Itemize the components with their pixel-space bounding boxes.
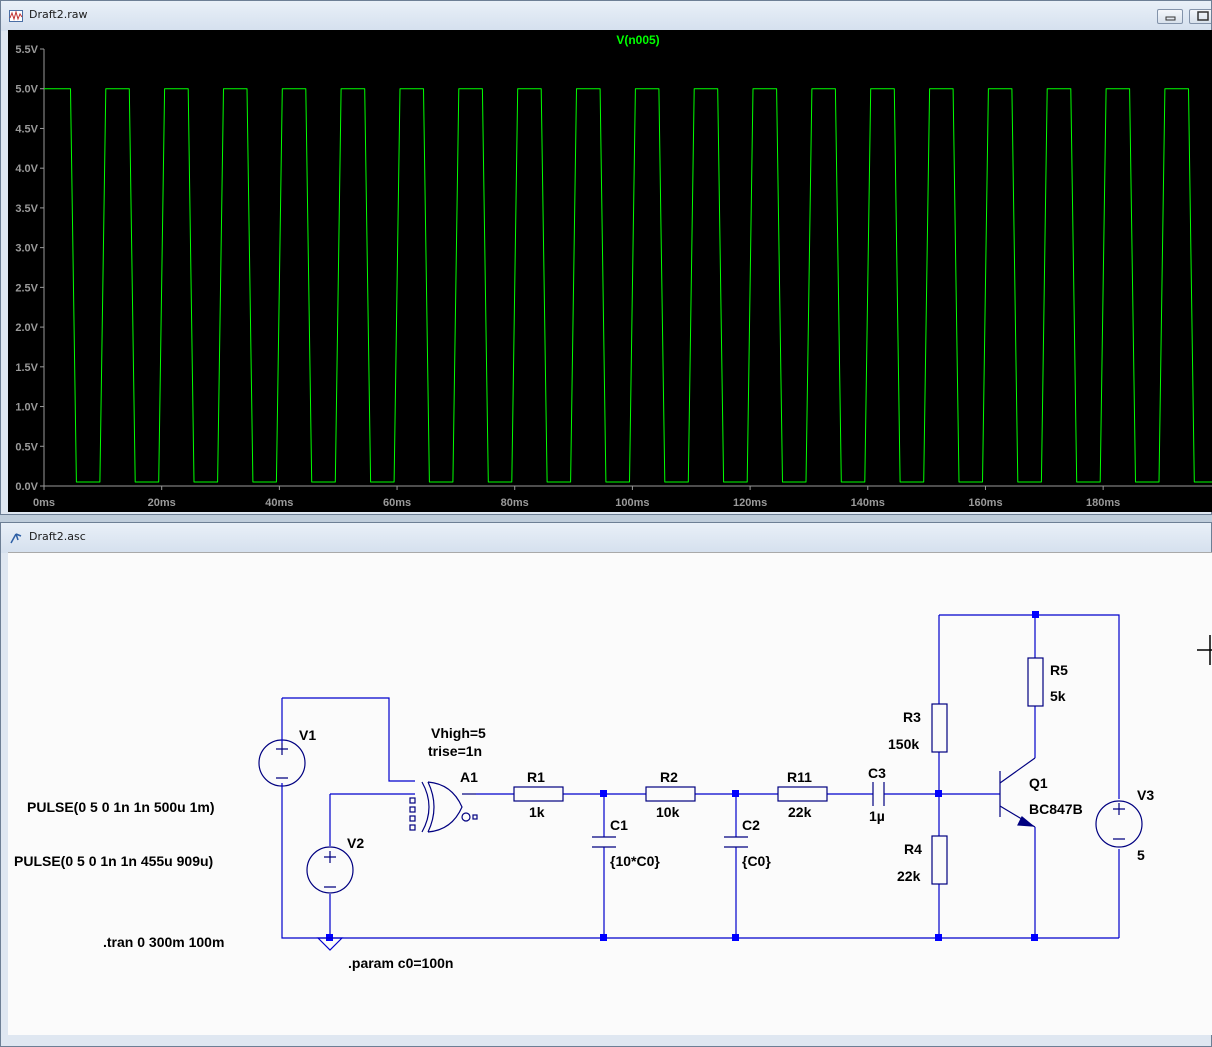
c3-name[interactable]: C3 [868, 765, 886, 781]
y-tick-label: 1.5V [15, 362, 38, 374]
restore-icon [1197, 11, 1209, 21]
schematic-canvas[interactable]: V1 PULSE(0 5 0 1n 1n 500u 1m) V2 PULSE(0… [8, 552, 1212, 1035]
schematic-svg[interactable]: V1 PULSE(0 5 0 1n 1n 500u 1m) V2 PULSE(0… [8, 553, 1212, 1035]
q1-name[interactable]: Q1 [1029, 775, 1048, 791]
capacitor-c3[interactable] [872, 782, 885, 806]
r11-name[interactable]: R11 [787, 769, 812, 785]
y-tick-label: 5.5V [15, 44, 38, 56]
waveform-titlebar[interactable]: Draft2.raw [1, 1, 1211, 31]
r2-name[interactable]: R2 [660, 769, 678, 785]
y-tick-label: 0.5V [15, 441, 38, 453]
a1-param-vhigh[interactable]: Vhigh=5 [431, 725, 486, 741]
x-tick-label: 120ms [733, 497, 767, 509]
c1-value[interactable]: {10*C0} [610, 853, 660, 869]
v1-source[interactable] [258, 738, 306, 788]
r5-value[interactable]: 5k [1050, 688, 1066, 704]
r4-value[interactable]: 22k [897, 868, 921, 884]
y-tick-label: 2.0V [15, 322, 38, 334]
x-tick-label: 180ms [1086, 497, 1120, 509]
r3-name[interactable]: R3 [903, 709, 921, 725]
waveform-file-icon [9, 10, 23, 22]
restore-button[interactable] [1189, 9, 1211, 24]
capacitor-c2[interactable] [724, 836, 748, 848]
y-tick-label: 2.5V [15, 282, 38, 294]
c2-name[interactable]: C2 [742, 817, 760, 833]
y-tick-label: 5.0V [15, 84, 38, 96]
tran-directive[interactable]: .tran 0 300m 100m [103, 934, 224, 950]
x-tick-label: 160ms [968, 497, 1002, 509]
y-tick-label: 4.0V [15, 163, 38, 175]
resistor-r11[interactable] [777, 786, 828, 802]
x-tick-label: 40ms [265, 497, 293, 509]
resistor-r2[interactable] [645, 786, 696, 802]
x-tick-label: 0ms [33, 497, 55, 509]
schematic-window-title: Draft2.asc [29, 530, 86, 543]
ground-symbol[interactable] [316, 937, 344, 951]
r2-value[interactable]: 10k [656, 804, 680, 820]
x-tick-label: 60ms [383, 497, 411, 509]
y-tick-label: 0.0V [15, 481, 38, 493]
minimize-button[interactable] [1157, 9, 1183, 24]
waveform-chart[interactable]: V(n005) 5.5V 5.0V 4.5V 4.0V 3.5V 3.0V 2.5V 2.0V… [8, 30, 1212, 512]
x-tick-label: 140ms [851, 497, 885, 509]
y-tick-label: 3.5V [15, 203, 38, 215]
y-tick-label: 3.0V [15, 243, 38, 255]
c2-value[interactable]: {C0} [742, 853, 771, 869]
resistor-r3[interactable] [931, 703, 948, 753]
y-tick-label: 1.0V [15, 402, 38, 414]
schematic-titlebar[interactable]: Draft2.asc [1, 523, 1211, 553]
v1-name[interactable]: V1 [299, 727, 316, 743]
c3-value[interactable]: 1µ [869, 808, 885, 824]
x-tick-label: 80ms [501, 497, 529, 509]
r1-value[interactable]: 1k [529, 804, 545, 820]
v2-source[interactable] [306, 846, 354, 894]
v2-value[interactable]: PULSE(0 5 0 1n 1n 455u 909u) [14, 853, 213, 869]
schematic-file-icon [10, 533, 22, 544]
chart-title[interactable]: V(n005) [616, 33, 659, 47]
v3-value[interactable]: 5 [1137, 847, 1145, 863]
x-tick-label: 20ms [148, 497, 176, 509]
v2-name[interactable]: V2 [347, 835, 364, 851]
a1-name[interactable]: A1 [460, 769, 478, 785]
waveform-window-title: Draft2.raw [29, 8, 88, 21]
series-line-vn005[interactable] [44, 88, 1212, 483]
resistor-r4[interactable] [931, 835, 948, 885]
junctions [326, 611, 1039, 941]
cursor-crosshair-icon [1197, 635, 1212, 665]
a1-param-trise[interactable]: trise=1n [428, 743, 482, 759]
resistor-r1[interactable] [513, 786, 564, 802]
r1-name[interactable]: R1 [527, 769, 545, 785]
xor-gate-a1[interactable] [409, 781, 478, 833]
c1-name[interactable]: C1 [610, 817, 628, 833]
x-tick-label: 100ms [615, 497, 649, 509]
q1-value[interactable]: BC847B [1029, 801, 1083, 817]
r3-value[interactable]: 150k [888, 736, 919, 752]
r11-value[interactable]: 22k [788, 804, 812, 820]
r4-name[interactable]: R4 [904, 841, 922, 857]
y-tick-label: 4.5V [15, 123, 38, 135]
r5-name[interactable]: R5 [1050, 662, 1068, 678]
resistor-r5[interactable] [1027, 657, 1044, 707]
v3-source[interactable] [1095, 800, 1143, 848]
param-directive[interactable]: .param c0=100n [348, 955, 453, 971]
capacitor-c1[interactable] [592, 836, 616, 848]
v1-value[interactable]: PULSE(0 5 0 1n 1n 500u 1m) [27, 799, 215, 815]
waveform-plot[interactable]: V(n005) 5.5V 5.0V 4.5V 4.0V 3.5V 3.0V 2.5V 2.0V… [8, 30, 1212, 512]
wires[interactable] [281, 614, 1120, 939]
minimize-icon [1165, 16, 1176, 21]
v3-name[interactable]: V3 [1137, 787, 1154, 803]
transistor-q1[interactable] [999, 757, 1036, 828]
